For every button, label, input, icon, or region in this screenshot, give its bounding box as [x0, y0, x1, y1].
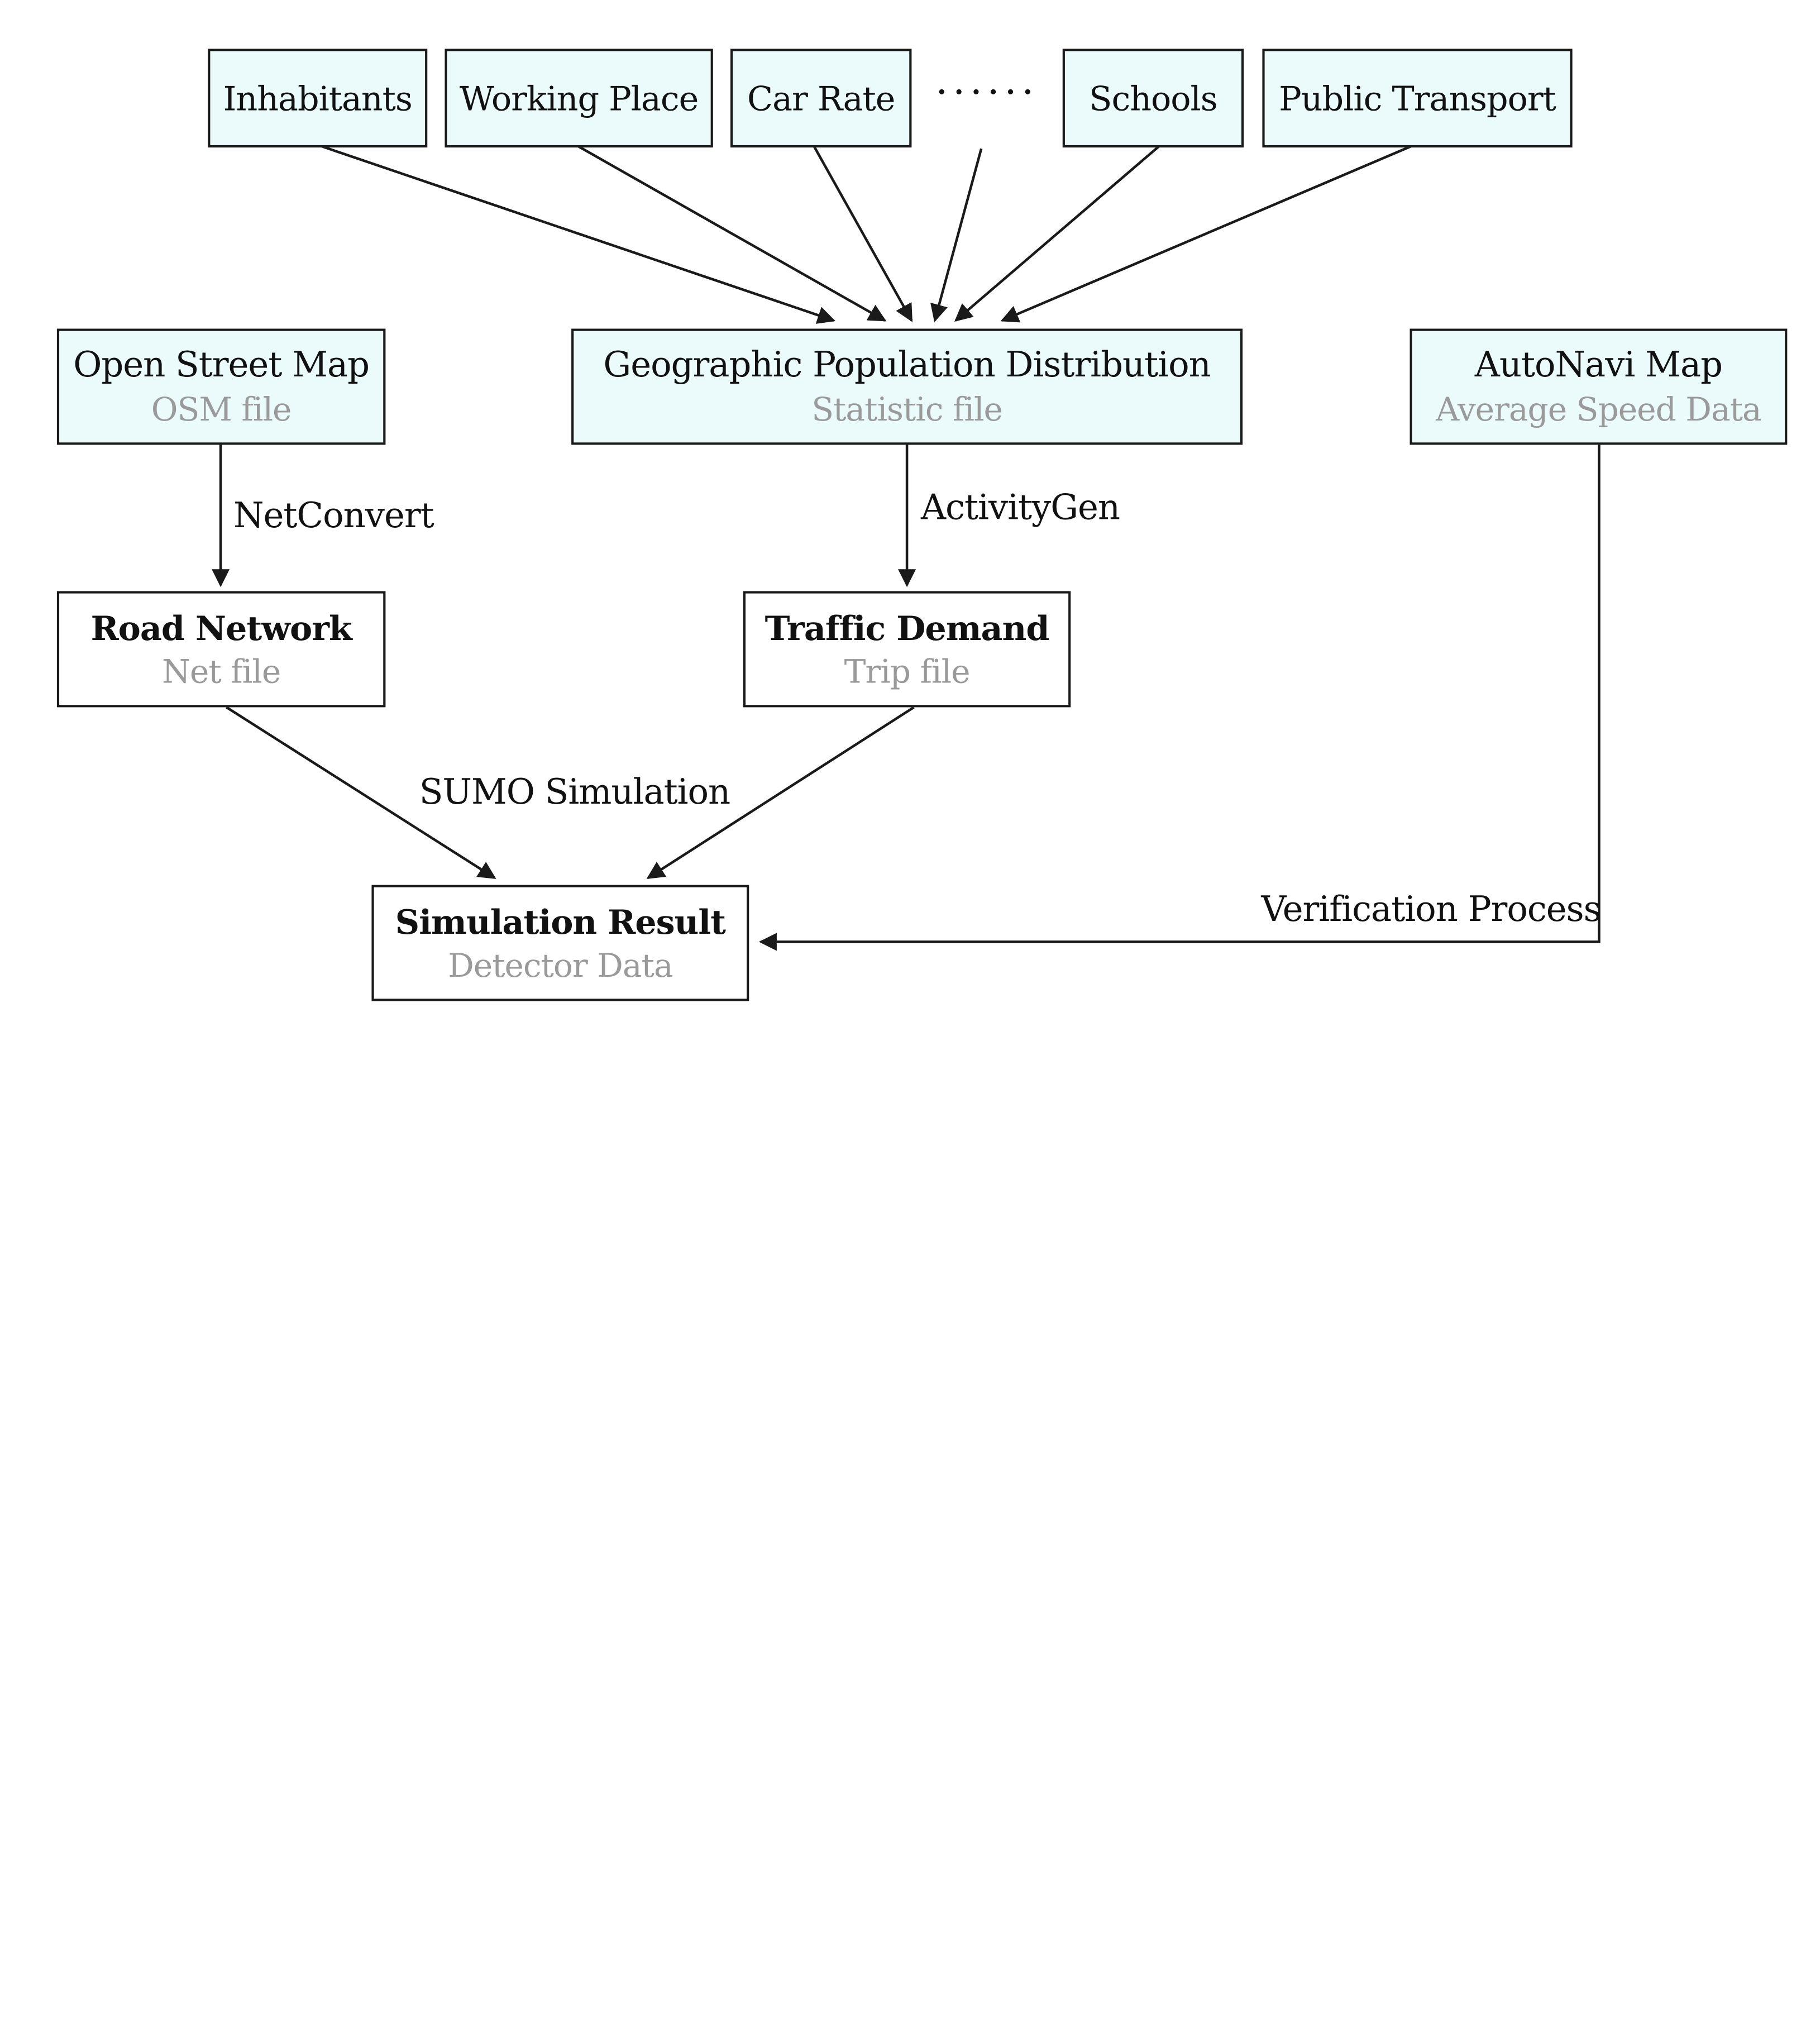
arrow-working-place-to-population: [577, 145, 887, 322]
open-street-map-subtitle: OSM file: [151, 390, 292, 429]
population-distribution-subtitle: Statistic file: [811, 390, 1003, 429]
edge-label-sumo-simulation: SUMO Simulation: [419, 772, 731, 813]
edge-label-verification-process: Verification Process: [1261, 889, 1601, 930]
source-inhabitants-label: Inhabitants: [223, 78, 413, 118]
source-public-transport-label: Public Transport: [1279, 78, 1556, 118]
population-distribution-title: Geographic Population Distribution: [603, 345, 1211, 386]
arrow-schools-to-population: [954, 145, 1160, 322]
arrow-autonavi-to-simulation: [758, 445, 1600, 951]
traffic-demand-title: Traffic Demand: [765, 608, 1050, 648]
node-traffic-demand: Traffic Demand Trip file: [743, 591, 1071, 708]
source-public-transport: Public Transport: [1262, 49, 1573, 148]
source-schools: Schools: [1062, 49, 1244, 148]
node-open-street-map: Open Street Map OSM file: [56, 328, 386, 445]
edge-label-netconvert: NetConvert: [233, 495, 434, 537]
road-network-title: Road Network: [90, 608, 352, 648]
arrow-car-rate-to-population: [813, 145, 913, 322]
node-simulation-result: Simulation Result Detector Data: [371, 885, 749, 1001]
open-street-map-title: Open Street Map: [73, 345, 370, 386]
arrow-inhabitants-to-population: [321, 145, 836, 324]
arrow-road-network-to-simulation: [226, 706, 496, 880]
autonavi-map-title: AutoNavi Map: [1474, 345, 1723, 386]
source-working-place: Working Place: [445, 49, 713, 148]
source-schools-label: Schools: [1089, 78, 1218, 118]
source-working-place-label: Working Place: [459, 78, 699, 118]
node-geographic-population-distribution: Geographic Population Distribution Stati…: [571, 328, 1243, 445]
simulation-result-title: Simulation Result: [395, 902, 726, 942]
arrow-more-sources-to-population: [930, 148, 983, 323]
arrow-traffic-demand-to-simulation: [646, 706, 915, 880]
source-car-rate: Car Rate: [730, 49, 912, 148]
traffic-demand-subtitle: Trip file: [844, 652, 971, 691]
more-sources-ellipsis: ······: [935, 69, 1039, 116]
node-road-network: Road Network Net file: [56, 591, 386, 708]
diagram-connectors: [212, 145, 1600, 951]
source-car-rate-label: Car Rate: [747, 78, 895, 118]
source-inhabitants: Inhabitants: [208, 49, 428, 148]
simulation-result-subtitle: Detector Data: [448, 946, 673, 985]
arrow-public-transport-to-population: [1000, 145, 1412, 323]
road-network-subtitle: Net file: [161, 652, 281, 691]
node-autonavi-map: AutoNavi Map Average Speed Data: [1410, 328, 1788, 445]
autonavi-map-subtitle: Average Speed Data: [1436, 390, 1762, 429]
edge-label-activitygen: ActivityGen: [921, 488, 1120, 529]
